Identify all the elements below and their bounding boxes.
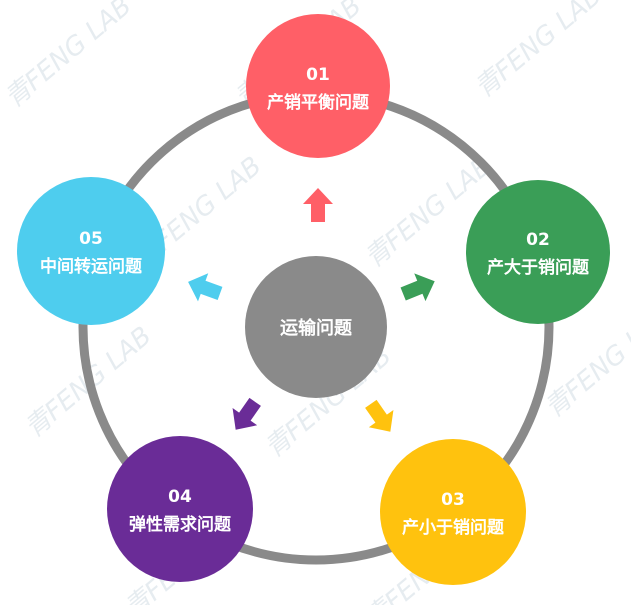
arrow-to-node-05 <box>188 273 223 302</box>
node-label-01: 产销平衡问题 <box>267 92 370 113</box>
node-02: 02 产大于销问题 <box>466 180 610 324</box>
node-circle-04 <box>107 436 253 582</box>
center-circle <box>245 256 387 398</box>
node-label-05: 中间转运问题 <box>40 256 143 277</box>
node-05: 05 中间转运问题 <box>17 177 165 325</box>
center-node: 运输问题 <box>245 256 387 398</box>
node-label-04: 弹性需求问题 <box>129 514 232 535</box>
watermark-text: 青FENG LAB <box>0 0 138 114</box>
node-number-04: 04 <box>168 487 192 507</box>
arrow-to-node-02 <box>400 273 435 302</box>
node-04: 04 弹性需求问题 <box>107 436 253 582</box>
center-label: 运输问题 <box>280 317 353 339</box>
node-circle-02 <box>466 180 610 324</box>
arrow-to-node-03 <box>365 399 394 432</box>
node-number-02: 02 <box>526 230 550 250</box>
arrow-group <box>188 188 435 432</box>
node-number-01: 01 <box>306 65 330 85</box>
node-number-05: 05 <box>79 229 103 249</box>
node-label-02: 产大于销问题 <box>487 257 590 278</box>
watermark-text: 青FENG LAB <box>469 0 607 104</box>
node-03: 03 产小于销问题 <box>380 439 526 585</box>
node-circle-01 <box>246 14 390 158</box>
node-circle-03 <box>380 439 526 585</box>
node-circle-05 <box>17 177 165 325</box>
node-number-03: 03 <box>441 490 465 510</box>
node-01: 01 产销平衡问题 <box>246 14 390 158</box>
arrow-to-node-04 <box>232 397 261 430</box>
node-label-03: 产小于销问题 <box>402 517 505 538</box>
arrow-to-node-01 <box>303 188 333 222</box>
